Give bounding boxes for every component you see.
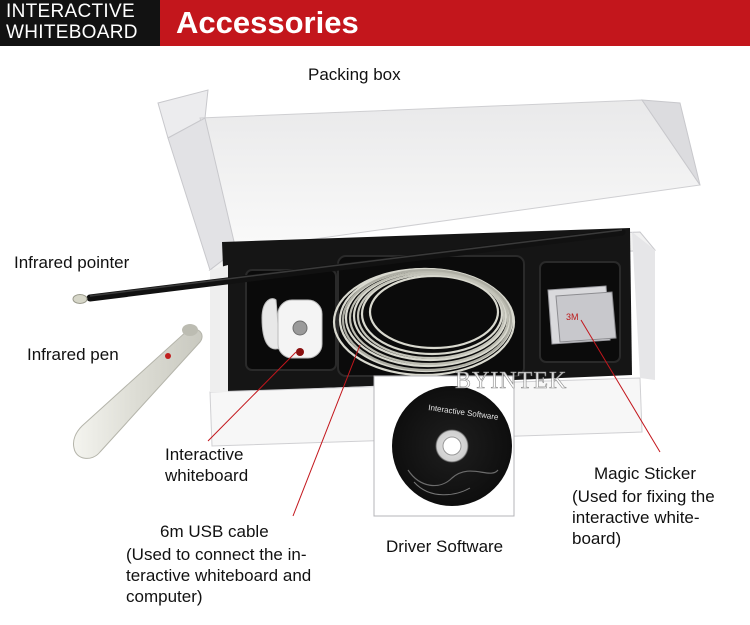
- leader-line-usb-cable: [292, 344, 361, 517]
- product-badge: INTERACTIVE WHITEBOARD: [0, 0, 160, 46]
- magic-sticker: 3M: [547, 285, 617, 345]
- label-whiteboard-line-1: Interactive: [165, 445, 244, 464]
- label-magic-sticker-desc-3: board): [572, 529, 622, 548]
- usb-cable-coil: [332, 267, 516, 377]
- box-lid: [157, 89, 701, 271]
- label-magic-sticker-title: Magic Sticker: [594, 464, 697, 483]
- label-usb-cable-desc-3: computer): [126, 587, 203, 606]
- label-driver-software: Driver Software: [386, 537, 504, 556]
- label-magic-sticker-desc-2: interactive white-: [572, 508, 700, 527]
- driver-software-cd: Interactive Software: [373, 375, 515, 517]
- badge-line-2: WHITEBOARD: [6, 22, 138, 43]
- sticker-brand: 3M: [566, 312, 579, 322]
- label-usb-cable-desc-2: teractive whiteboard and: [126, 566, 312, 585]
- label-packing-box: Packing box: [308, 65, 401, 84]
- leader-line-whiteboard: [207, 351, 297, 442]
- label-usb-cable-title: 6m USB cable: [160, 522, 269, 541]
- badge-line-1: INTERACTIVE: [6, 1, 135, 22]
- label-infrared-pointer: Infrared pointer: [14, 253, 130, 272]
- page-title: Accessories: [176, 5, 359, 40]
- infrared-pointer: [72, 228, 626, 304]
- label-magic-sticker-desc-1: (Used for fixing the: [572, 487, 715, 506]
- leader-line-sticker: [580, 319, 661, 453]
- whiteboard-receiver: [261, 298, 323, 359]
- brand-watermark: BYINTEK: [455, 368, 567, 394]
- infrared-pen: [73, 324, 203, 459]
- label-whiteboard-line-2: whiteboard: [165, 466, 249, 485]
- header-banner: INTERACTIVE WHITEBOARD Accessories: [0, 0, 750, 46]
- label-infrared-pen: Infrared pen: [27, 345, 119, 364]
- label-usb-cable-desc-1: (Used to connect the in-: [126, 545, 307, 564]
- leader-lines: [207, 319, 661, 517]
